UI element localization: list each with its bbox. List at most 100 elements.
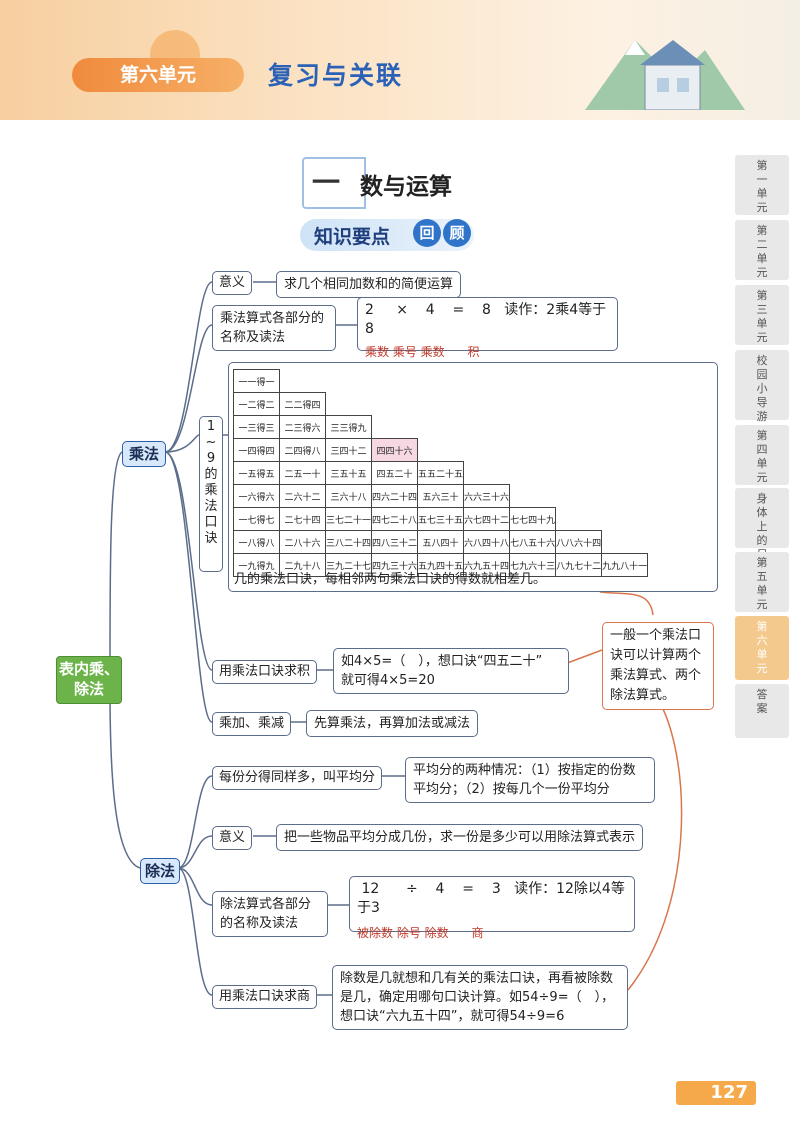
table-empty-cell	[464, 393, 510, 416]
mult-b: 4	[425, 302, 435, 318]
div-avg-label: 每份分得同样多，叫平均分	[212, 766, 383, 790]
table-cell: 五八四十	[417, 530, 465, 554]
unit-badge: 第六单元	[72, 58, 244, 92]
table-side-label: 1~9 的乘法口诀	[199, 416, 223, 572]
div-eq: =	[462, 881, 474, 897]
subhead-circle: 顾	[443, 219, 471, 247]
table-cell: 四六二十四	[371, 484, 419, 508]
table-cell: 七八五十六	[509, 530, 557, 554]
table-row: 一七得七二七十四三七二十一四七二十八五七三十五六七四十二七七四十九	[233, 507, 648, 531]
table-empty-cell	[510, 462, 556, 485]
div-parts-label: 除法算式各部分的名称及读法	[212, 891, 328, 937]
table-cell: 四四十六	[371, 438, 419, 462]
table-row: 一一得一	[233, 369, 648, 393]
table-cell: 一五得五	[233, 461, 280, 485]
table-row: 一九得九二九十八三九二十七四九三十六五九四十五六九五十四七九六十三八九七十二九九…	[233, 553, 649, 577]
table-cell: 三八二十四	[324, 530, 373, 554]
table-empty-cell	[418, 439, 464, 462]
tab-body-ruler[interactable]: 身体上的尺子	[735, 488, 789, 575]
table-cell: 三九二十七	[324, 553, 373, 577]
table-empty-cell	[510, 416, 556, 439]
table-cell: 一三得三	[233, 415, 280, 439]
table-cell: 二五一十	[279, 461, 326, 485]
div-quotient: 商	[471, 926, 484, 940]
table-box	[228, 362, 718, 592]
table-cell: 三三得九	[324, 415, 373, 439]
table-empty-cell	[602, 439, 648, 462]
table-empty-cell	[556, 393, 602, 416]
tab-campus-guide[interactable]: 校园小导游	[735, 350, 789, 423]
tab-unit-4[interactable]: 第四单元	[735, 425, 789, 485]
mult-expr-box: 2 × 4 = 8 读作：2乘4等于8 乘数 乘号 乘数 积	[357, 297, 618, 359]
table-empty-cell	[464, 416, 510, 439]
page-title: 复习与关联	[268, 61, 404, 90]
table-cell: 三六十八	[324, 484, 373, 508]
table-empty-cell	[510, 393, 556, 416]
table-cell: 一七得七	[233, 507, 280, 531]
table-cell: 一一得一	[233, 369, 280, 393]
section-number: 一	[311, 166, 340, 199]
table-cell: 六七四十二	[463, 507, 511, 531]
table-cell: 八八六十四	[555, 530, 603, 554]
table-cell: 四八三十二	[371, 530, 419, 554]
table-cell: 五七三十五	[417, 507, 465, 531]
book-icon	[302, 157, 366, 209]
mult-expr-line: 2 × 4 = 8 读作：2乘4等于8	[365, 301, 610, 339]
table-cell: 四九三十六	[371, 553, 419, 577]
multiplication-table: 一一得一一二得二二二得四一三得三二三得六三三得九一四得四二四得八三四十二四四十六…	[233, 369, 649, 577]
table-cell: 二八十六	[279, 530, 326, 554]
mult-mix-label: 乘加、乘减	[212, 712, 292, 736]
table-cell: 五六三十	[417, 484, 465, 508]
table-cell: 七七四十九	[509, 507, 557, 531]
table-empty-cell	[464, 439, 510, 462]
table-cell: 二二得四	[279, 392, 326, 416]
table-cell: 一六得六	[233, 484, 280, 508]
mult-product: 积	[467, 345, 480, 359]
mult-parts-label: 乘法算式各部分的名称及读法	[212, 305, 336, 351]
div-expr-box: 12 ÷ 4 = 3 读作：12除以4等于3 被除数 除号 除数 商	[349, 876, 635, 940]
table-cell: 一四得四	[233, 438, 280, 462]
table-empty-cell	[556, 485, 602, 508]
table-cell: 六八四十八	[463, 530, 511, 554]
tab-answers[interactable]: 答案	[735, 684, 789, 738]
house-illustration	[585, 40, 745, 110]
table-empty-cell	[372, 370, 418, 393]
table-empty-cell	[280, 370, 326, 393]
mult-a: 2	[365, 302, 374, 318]
tab-unit-5[interactable]: 第五单元	[735, 552, 789, 612]
div-node: 除法	[140, 858, 180, 884]
table-empty-cell	[418, 393, 464, 416]
mult-mix-text: 先算乘法，再算加法或减法	[306, 710, 479, 737]
subhead-text: 知识要点	[314, 226, 391, 248]
table-empty-cell	[602, 508, 648, 531]
table-empty-cell	[556, 508, 602, 531]
div-avg-text: 平均分的两种情况：（1）按指定的份数平均分；（2）按每几个一份平均分	[405, 757, 655, 803]
note-box: 一般一个乘法口诀可以计算两个乘法算式、两个除法算式。	[602, 622, 714, 710]
mult-meaning-label: 意义	[212, 271, 253, 295]
table-cell: 八九七十二	[555, 553, 603, 577]
mult-read: 读作：2乘4等于8	[365, 302, 607, 337]
tab-unit-3[interactable]: 第三单元	[735, 285, 789, 345]
table-empty-cell	[602, 393, 648, 416]
table-empty-cell	[418, 416, 464, 439]
table-empty-cell	[464, 462, 510, 485]
root-node: 表内乘、除法	[56, 656, 122, 704]
div-names-line: 被除数 除号 除数 商	[357, 924, 627, 943]
table-empty-cell	[372, 393, 418, 416]
table-cell: 二四得八	[279, 438, 326, 462]
table-empty-cell	[510, 370, 556, 393]
tab-unit-2[interactable]: 第二单元	[735, 220, 789, 280]
table-empty-cell	[464, 370, 510, 393]
tab-unit-1[interactable]: 第一单元	[735, 155, 789, 215]
table-cell: 四五二十	[371, 461, 419, 485]
mult-use-box: 如4×5=（ ），想口诀“四五二十” 就可得4×5=20	[333, 648, 569, 694]
table-cell: 五五二十五	[417, 461, 465, 485]
tab-unit-6[interactable]: 第六单元	[735, 616, 789, 680]
table-empty-cell	[556, 370, 602, 393]
table-empty-cell	[510, 485, 556, 508]
mult-names-line: 乘数 乘号 乘数 积	[365, 343, 610, 362]
mult-use-line2: 就可得4×5=20	[341, 673, 435, 688]
div-op: ÷	[405, 881, 418, 897]
table-cell: 三七二十一	[324, 507, 373, 531]
table-note: 几的乘法口诀，每相邻两句乘法口诀的得数就相差几。	[234, 572, 547, 587]
